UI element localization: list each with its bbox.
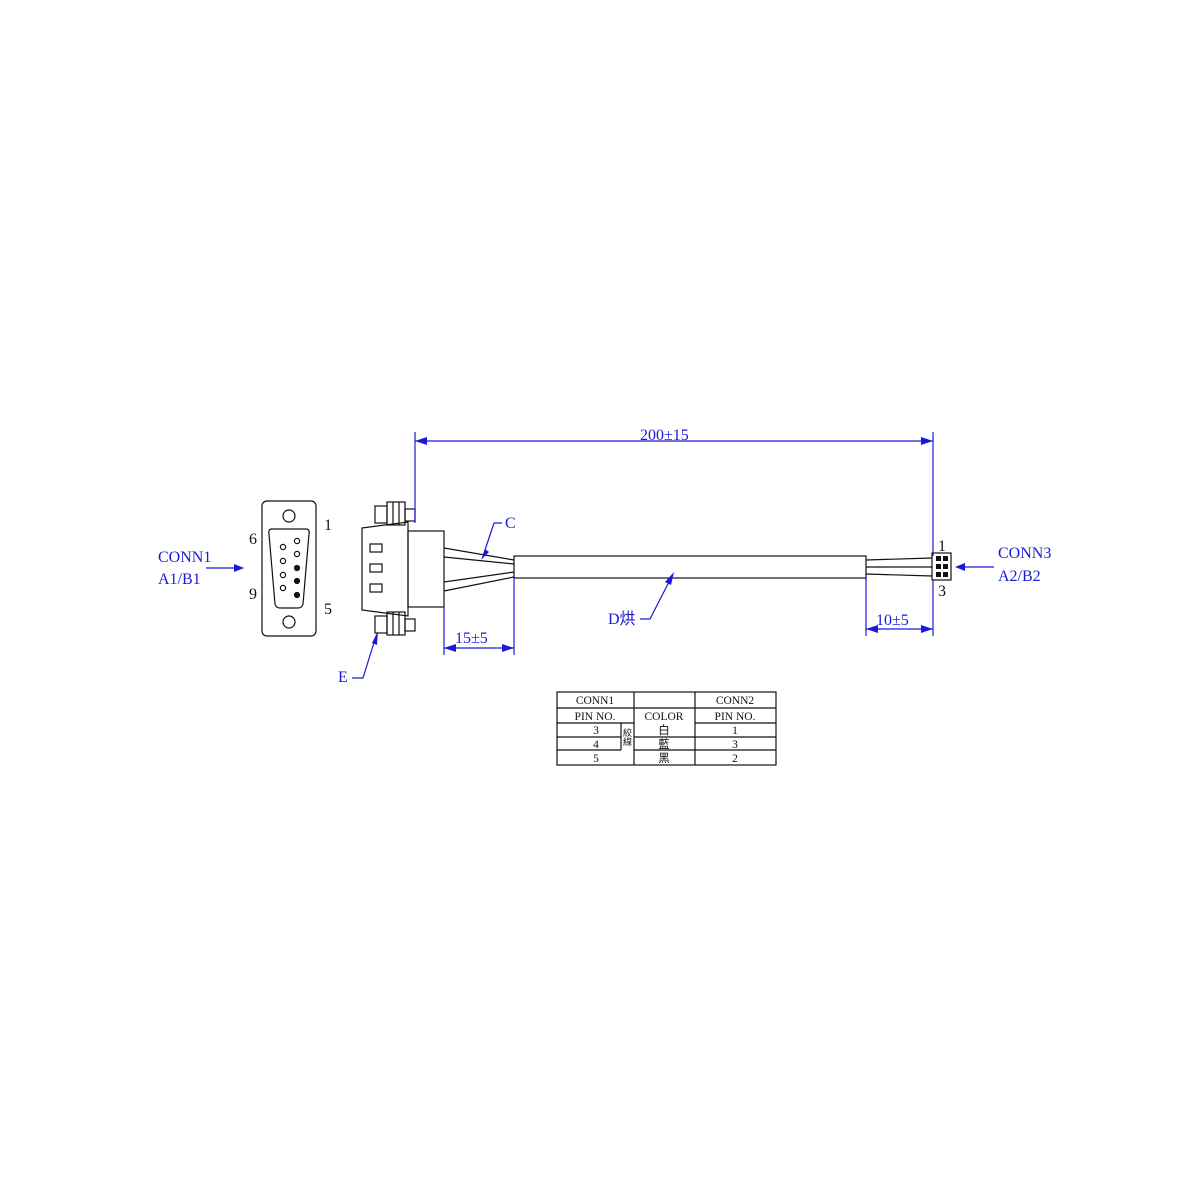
pin-label-1: 1 [324, 517, 332, 534]
callout-d-text: D烘 [608, 610, 636, 628]
wiring-table: CONN1 CONN2 PIN NO. COLOR PIN NO. 絞線 3 白… [556, 691, 777, 766]
callout-e-text: E [338, 669, 348, 686]
conn1-name: CONN1 [158, 549, 211, 566]
db9-flange [261, 500, 317, 637]
conn3-ref: A2/B2 [998, 568, 1041, 585]
pin-label-9: 9 [249, 586, 257, 603]
db9-pin-9 [279, 584, 287, 592]
callout-c: C [481, 515, 516, 560]
table-row3-to: 2 [732, 753, 738, 765]
conn1-label: CONN1 A1/B1 [158, 549, 244, 588]
conn3-label: CONN3 A2/B2 [955, 545, 1051, 585]
conn3-pin-bottom: 3 [938, 583, 946, 600]
db9-pin-8 [279, 571, 287, 579]
db9-pin-6 [279, 543, 287, 551]
pin-label-6: 6 [249, 531, 257, 548]
table-header-pin-no-1: PIN NO. [575, 711, 616, 723]
table-header-pin-no-2: PIN NO. [715, 711, 756, 723]
db9-mount-hole-top [282, 509, 296, 523]
db9-pin-2 [293, 550, 301, 558]
dim-overall-text: 200±15 [640, 427, 689, 444]
right-exposed-wires [865, 557, 933, 577]
conn1-front-view: 1 6 9 5 [249, 500, 332, 637]
dim-strip-right-text: 10±5 [876, 612, 909, 629]
db9-pin-1 [293, 537, 301, 545]
conn3-body [931, 552, 952, 581]
callout-c-text: C [505, 515, 516, 532]
db9-shell [268, 528, 310, 609]
table-row1-from: 3 [593, 725, 599, 737]
db9-pin-7 [279, 557, 287, 565]
db9-pin-4 [293, 577, 301, 585]
table-row2-to: 3 [732, 739, 738, 751]
cable-jacket [513, 555, 867, 579]
callout-d: D烘 [608, 572, 674, 628]
conn3-pin-top: 1 [938, 538, 946, 555]
dimension-strip-left: 15±5 [443, 578, 515, 655]
dimension-strip-right: 10±5 [865, 578, 934, 636]
table-row1-to: 1 [732, 725, 738, 737]
table-row3-from: 5 [593, 753, 599, 765]
dimension-overall: 200±15 [414, 427, 934, 556]
dim-strip-left-text: 15±5 [455, 630, 488, 647]
side-pin-mark-1 [369, 543, 383, 553]
table-row2-color: 藍 [658, 738, 670, 751]
conn1-arrow-head [234, 564, 244, 572]
side-pin-mark-3 [369, 583, 383, 593]
table-header-conn1: CONN1 [576, 695, 615, 707]
db9-pin-5 [293, 591, 301, 599]
left-exposed-wires [443, 547, 515, 592]
bottom-screw-head [374, 615, 388, 634]
callout-e: E [338, 631, 378, 686]
top-screw-tip [404, 508, 416, 522]
table-twist-note: 絞線 [622, 727, 632, 746]
conn1-ref: A1/B1 [158, 571, 201, 588]
db9-side-shell [361, 521, 409, 617]
table-border [556, 691, 777, 766]
db9-mount-hole-bottom [282, 615, 296, 629]
db9-overmold [407, 530, 445, 608]
db9-pin-3 [293, 564, 301, 572]
pin-label-5: 5 [324, 601, 332, 618]
table-row2-from: 4 [593, 739, 599, 751]
bottom-screw-tip [404, 618, 416, 632]
table-header-color: COLOR [645, 711, 684, 723]
conn3-name: CONN3 [998, 545, 1051, 562]
top-screw-nut [386, 501, 406, 526]
table-header-conn2: CONN2 [716, 695, 755, 707]
conn3-arrow-head [955, 563, 965, 571]
db9-side-view [361, 501, 445, 636]
conn3-housing: 1 3 [931, 538, 952, 600]
table-row1-color: 白 [658, 723, 670, 737]
side-pin-mark-2 [369, 563, 383, 573]
top-screw-head [374, 505, 388, 524]
table-row3-color: 黑 [658, 752, 670, 765]
